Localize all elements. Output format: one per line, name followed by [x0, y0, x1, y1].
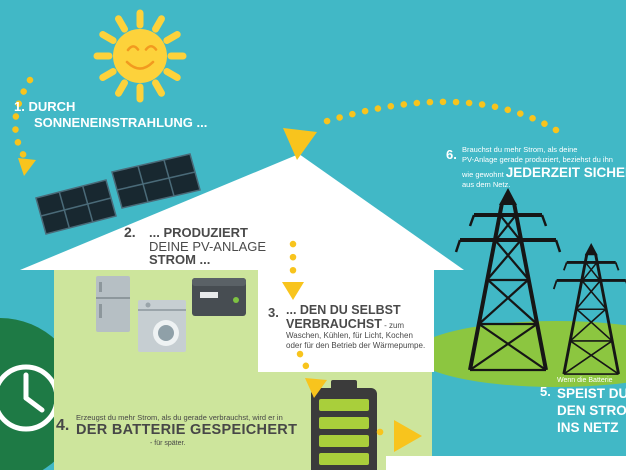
- inverter-icon: [192, 278, 246, 316]
- arrowhead-panels: [18, 158, 36, 176]
- step6-line3-pre: wie gewohnt: [462, 170, 506, 179]
- step4-line2: DER BATTERIE GESPEICHERT: [76, 422, 298, 438]
- fridge-icon: [96, 276, 130, 332]
- arrow-battery-to-grid: [376, 428, 392, 437]
- step5-lines: Wenn die Batterie SPEIST DU DEN STROM IN…: [557, 376, 626, 436]
- arrowhead-grid: [394, 420, 422, 452]
- step4-number: 4.: [56, 417, 70, 434]
- step6-line4: aus dem Netz.: [462, 180, 511, 189]
- step1-text: 1. DURCH SONNENEINSTRAHLUNG ...: [14, 99, 207, 131]
- step1-line1: 1. DURCH: [14, 99, 207, 115]
- house-roof: [20, 154, 464, 270]
- arrowhead-roof: [283, 128, 317, 160]
- step4-text: 4. Erzeugst du mehr Strom, als du gerade…: [56, 413, 297, 448]
- dotted-flow-arrows: [12, 76, 560, 437]
- step3-line4: oder für den Betrieb der Wärmepumpe.: [286, 341, 426, 350]
- step3-lines: ... DEN DU SELBST VERBRAUCHST - zum Wasc…: [286, 303, 438, 351]
- step5-line2: SPEIST DU: [557, 386, 626, 401]
- step5-line4: INS NETZ: [557, 420, 619, 435]
- step5-line1: Wenn die Batterie: [557, 377, 613, 384]
- step2-line3: STROM ...: [149, 252, 211, 267]
- step5-text: 5. Wenn die Batterie SPEIST DU DEN STROM…: [540, 376, 626, 436]
- step1-number: 1.: [14, 99, 25, 114]
- step3-line1: ... DEN DU SELBST: [286, 303, 401, 317]
- step6-line2: PV-Anlage gerade produziert, beziehst du…: [462, 155, 613, 164]
- step3-line2-bold: VERBRAUCHST: [286, 317, 382, 331]
- arrowhead-battery: [305, 378, 327, 398]
- step3-line2-rest: - zum: [381, 321, 405, 330]
- step6-line3: wie gewohnt JEDERZEIT SICHER: [462, 165, 626, 180]
- step2-line1: ... PRODUZIERT: [149, 225, 248, 240]
- arrow-consumption-to-battery: [296, 350, 317, 380]
- battery-icon: [311, 380, 377, 470]
- step1-line2: SONNENEINSTRAHLUNG ...: [34, 115, 208, 130]
- step6-lines: Brauchst du mehr Strom, als deine PV-Anl…: [462, 145, 626, 190]
- step4-line1: Erzeugst du mehr Strom, als du gerade ve…: [76, 413, 283, 422]
- step6-number: 6.: [446, 147, 457, 162]
- step3-line2: VERBRAUCHST - zum: [286, 317, 438, 331]
- step6-line3-bold: JEDERZEIT SICHER: [505, 165, 626, 180]
- step2-lines: ... PRODUZIERT DEINE PV-ANLAGE STROM ...: [149, 226, 266, 267]
- step3-text: 3. ... DEN DU SELBST VERBRAUCHST - zum W…: [268, 303, 438, 351]
- arrow-grid-to-house: [320, 98, 560, 134]
- sun-icon: [97, 13, 183, 99]
- step2-text: 2. ... PRODUZIERT DEINE PV-ANLAGE STROM …: [124, 224, 266, 267]
- solar-panel-icon: [35, 153, 201, 235]
- step4-line3: - für später.: [150, 440, 186, 447]
- arrowhead-consumption: [282, 282, 304, 300]
- step6-line1: Brauchst du mehr Strom, als deine: [462, 145, 578, 154]
- step1-label: DURCH: [28, 99, 76, 114]
- step5-line3: DEN STROM: [557, 403, 626, 418]
- step6-text: 6. Brauchst du mehr Strom, als deine PV-…: [446, 145, 626, 190]
- arrowheads: [18, 128, 422, 452]
- step2-line2: DEINE PV-ANLAGE: [149, 238, 267, 254]
- step3-line3: Waschen, Kühlen, für Licht, Kochen: [286, 331, 413, 340]
- step4-lines: Erzeugst du mehr Strom, als du gerade ve…: [76, 413, 297, 448]
- washing-machine-icon: [138, 300, 186, 352]
- step5-number: 5.: [540, 384, 551, 399]
- footer-band: [386, 456, 626, 470]
- step3-number: 3.: [268, 305, 279, 320]
- step2-number: 2.: [124, 224, 136, 240]
